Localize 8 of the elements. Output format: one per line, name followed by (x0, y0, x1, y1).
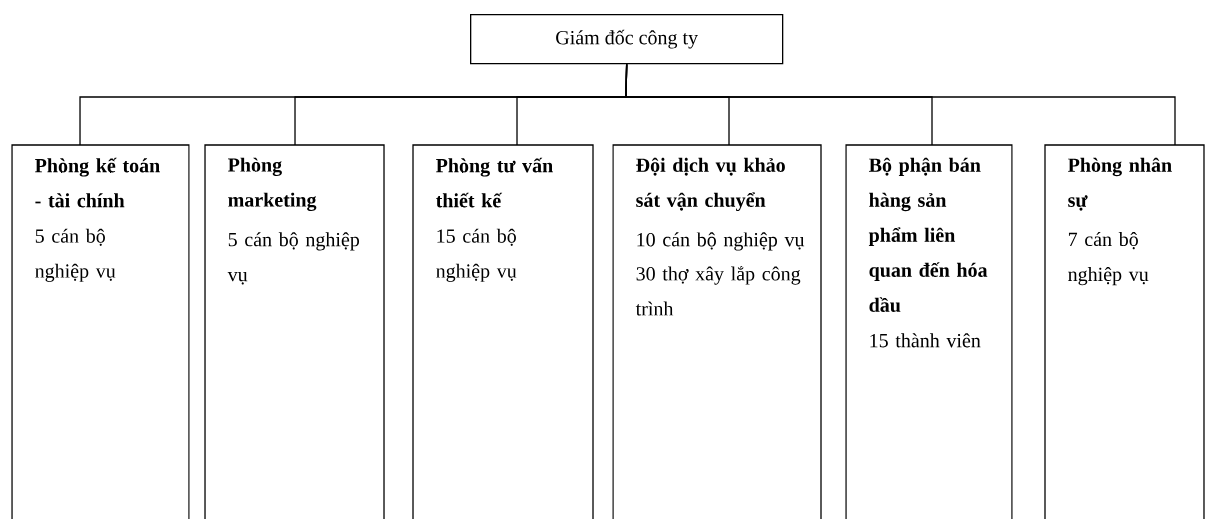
director-box: Giám đốc công ty (470, 14, 784, 65)
connector-line (625, 63, 1176, 146)
department-box: Bộ phận bán hàng sản phẩm liên quan đến hóa dầu 15 thành viên (845, 144, 1013, 519)
department-box: Phòng nhân sự 7 cán bộ nghiệp vụ (1044, 144, 1205, 519)
department-box: Đội dịch vụ khảo sát vận chuyển 10 cán bộ nghiệp vụ 30 thợ xây lắp công trình (612, 144, 822, 519)
department-box: Phòng tư vấn thiết kế 15 cán bộ nghiệp vụ (412, 144, 594, 519)
department-box: Phòng kế toán - tài chính 5 cán bộ nghiệp vụ (11, 144, 190, 519)
department-box: Phòng marketing 5 cán bộ nghiệp vụ (204, 144, 385, 519)
